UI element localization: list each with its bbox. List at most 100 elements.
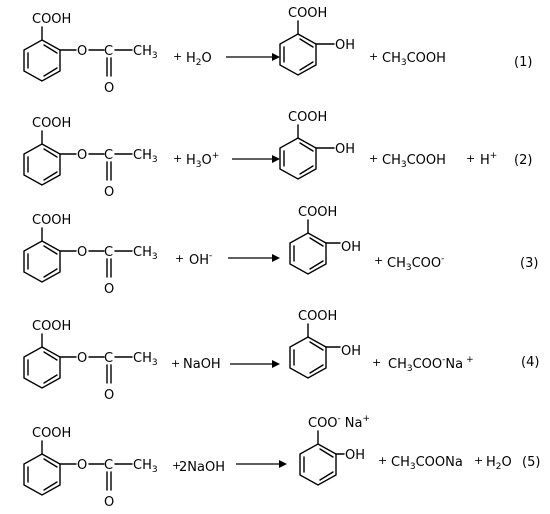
plus-sign: + bbox=[369, 50, 378, 63]
arrow-head bbox=[279, 460, 287, 468]
ester-oxygen: O bbox=[77, 148, 87, 163]
product-benzene-ring bbox=[299, 443, 337, 486]
carbonyl-carbon: C bbox=[104, 458, 113, 473]
arrow-head bbox=[272, 254, 280, 262]
byproduct-label: CH3COO-Na+ bbox=[388, 355, 474, 374]
carbonyl-oxygen: O bbox=[104, 81, 114, 96]
product-salicylic: COOH OH bbox=[279, 6, 355, 76]
product-salicylic: COOH OH bbox=[279, 110, 355, 180]
hydroxyl-label: OH bbox=[335, 38, 355, 53]
methyl-label: CH3 bbox=[133, 351, 158, 368]
carbonyl-carbon: C bbox=[104, 245, 113, 260]
benzene-ring bbox=[23, 453, 61, 496]
carboxyl-label: COOH bbox=[32, 213, 71, 228]
carbonyl-carbon: C bbox=[104, 44, 113, 59]
product-benzene-ring bbox=[289, 232, 327, 275]
product-benzene-ring bbox=[289, 336, 327, 379]
ring-double-bond bbox=[299, 142, 314, 152]
carboxyl-label: COOH bbox=[32, 12, 71, 27]
benzene-ring bbox=[23, 143, 61, 186]
benzene-ring bbox=[23, 240, 61, 283]
product-benzene-ring bbox=[279, 137, 317, 180]
equation-number: (2) bbox=[514, 153, 532, 168]
carboxyl-label: COOH bbox=[32, 319, 71, 334]
product-carboxylate-label: COO-Na+ bbox=[308, 414, 370, 431]
proton-label: H+ bbox=[480, 151, 497, 168]
equation-number: (1) bbox=[514, 55, 532, 70]
equation-2: COOH O C CH3 O + H3O+ COOH bbox=[23, 110, 532, 200]
reactant-aspirin: COOH O C CH3 O bbox=[23, 12, 158, 96]
methyl-label: CH3 bbox=[133, 44, 158, 61]
ring-double-bond bbox=[299, 165, 314, 175]
methyl-label: CH3 bbox=[133, 245, 158, 262]
benzene-ring bbox=[23, 39, 61, 82]
reagent-label: 2NaOH bbox=[179, 460, 225, 475]
ring-double-bond bbox=[299, 38, 314, 48]
ring-double-bond bbox=[43, 481, 58, 491]
reactant-aspirin: COOH O C CH3 O bbox=[23, 116, 158, 200]
ring-double-bond bbox=[309, 237, 324, 247]
plus-sign: + bbox=[171, 357, 180, 370]
water-label: H2O bbox=[486, 455, 512, 472]
arrow-head bbox=[272, 155, 280, 163]
product-salicylic: COOH OH bbox=[289, 309, 361, 379]
arrow-head bbox=[272, 360, 280, 368]
plus-sign: + bbox=[466, 152, 475, 165]
plus-sign: + bbox=[378, 454, 387, 467]
plus-sign: + bbox=[173, 50, 182, 63]
methyl-label: CH3 bbox=[133, 148, 158, 165]
ring-double-bond bbox=[43, 44, 58, 54]
product-salicylate: COO-Na+ OH bbox=[299, 414, 370, 486]
reagent-label: H3O+ bbox=[186, 151, 219, 170]
plus-sign: + bbox=[175, 252, 184, 265]
ring-double-bond bbox=[43, 458, 58, 468]
ring-double-bond bbox=[43, 268, 58, 278]
hydroxyl-label: OH bbox=[335, 142, 355, 157]
reactant-aspirin: COOH O C CH3 O bbox=[23, 319, 158, 403]
equation-5: COOH O C CH3 O + 2NaOH COO-Na+ bbox=[23, 414, 540, 510]
ester-oxygen: O bbox=[77, 458, 87, 473]
ring-double-bond bbox=[309, 260, 324, 270]
plus-sign: + bbox=[172, 459, 181, 472]
plus-sign: + bbox=[374, 254, 383, 267]
equation-number: (3) bbox=[520, 256, 538, 271]
methyl-label: CH3 bbox=[133, 458, 158, 475]
ring-double-bond bbox=[43, 148, 58, 158]
hydroxyl-label: OH bbox=[345, 448, 365, 463]
ring-double-bond bbox=[309, 341, 324, 351]
byproduct-label: CH3COOH bbox=[382, 51, 446, 68]
ring-double-bond bbox=[299, 61, 314, 71]
carbonyl-oxygen: O bbox=[104, 388, 114, 403]
equation-number: (4) bbox=[521, 355, 539, 370]
ester-oxygen: O bbox=[77, 245, 87, 260]
product-carboxyl-label: COOH bbox=[288, 110, 327, 125]
plus-sign: + bbox=[369, 152, 378, 165]
ring-double-bond bbox=[43, 245, 58, 255]
carboxyl-label: COOH bbox=[32, 116, 71, 131]
equation-1: COOH O C CH3 O + H2O COOH bbox=[23, 6, 532, 96]
byproduct-label: CH3COONa bbox=[391, 455, 463, 472]
carbonyl-carbon: C bbox=[104, 351, 113, 366]
carbonyl-oxygen: O bbox=[104, 495, 114, 510]
equation-3: COOH O C CH3 O + OH- COOH bbox=[23, 205, 538, 297]
ring-double-bond bbox=[43, 67, 58, 77]
product-carboxyl-label: COOH bbox=[298, 309, 337, 324]
hydroxyl-label: OH bbox=[341, 344, 361, 359]
ring-double-bond bbox=[43, 171, 58, 181]
product-carboxyl-label: COOH bbox=[298, 205, 337, 220]
carbonyl-carbon: C bbox=[104, 148, 113, 163]
plus-sign: + bbox=[372, 356, 381, 369]
product-salicylic: COOH OH bbox=[289, 205, 361, 275]
carbonyl-oxygen: O bbox=[104, 282, 114, 297]
equation-4: COOH O C CH3 O + NaOH COOH bbox=[23, 309, 539, 403]
ring-double-bond bbox=[43, 374, 58, 384]
ring-double-bond bbox=[43, 351, 58, 361]
equation-number: (5) bbox=[522, 455, 540, 470]
carboxyl-label: COOH bbox=[32, 426, 71, 441]
benzene-ring bbox=[23, 346, 61, 389]
ring-double-bond bbox=[319, 471, 334, 481]
product-benzene-ring bbox=[279, 33, 317, 76]
reagent-label: OH- bbox=[189, 251, 212, 268]
reagent-label: NaOH bbox=[183, 357, 221, 372]
